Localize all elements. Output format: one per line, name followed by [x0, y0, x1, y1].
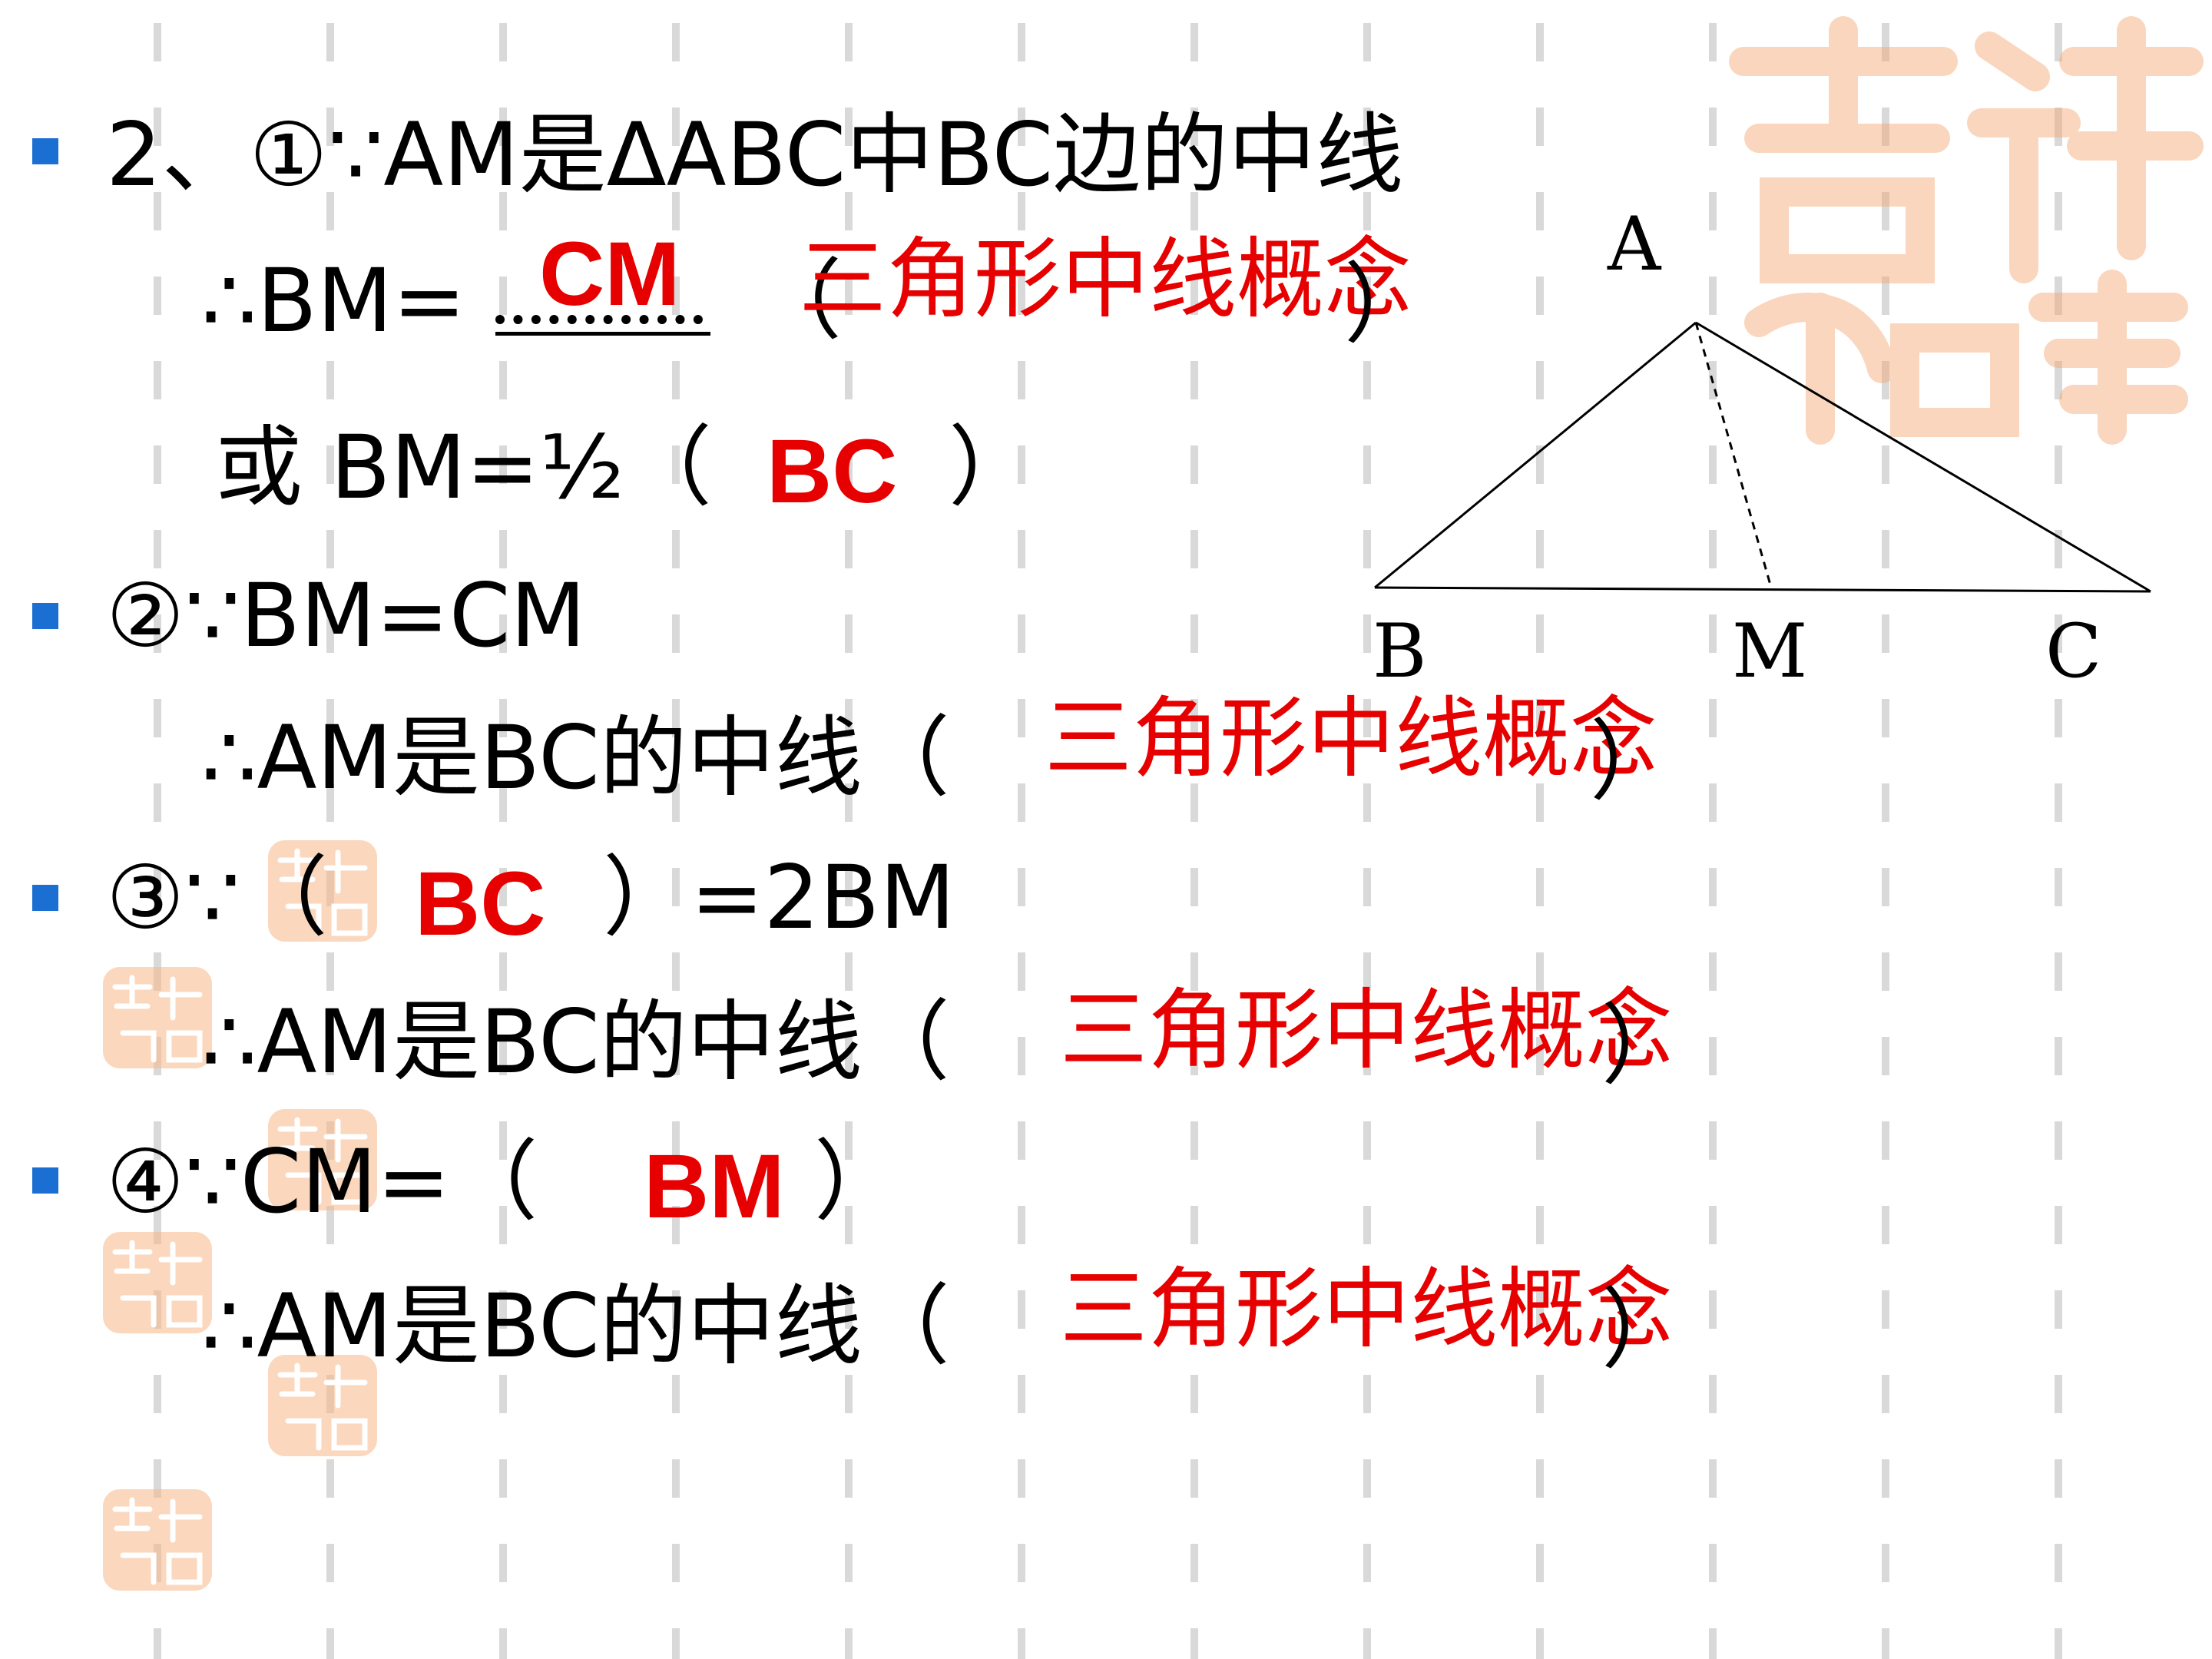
item4-premise-prefix: ④∵CM=（	[106, 1131, 538, 1233]
side-bc	[1374, 586, 2151, 593]
seal-watermark-1	[268, 840, 377, 942]
item4-conclusion-prefix: ∴AM是BC的中线（	[201, 1275, 950, 1377]
median-am	[1694, 322, 1773, 588]
item1-alt-suffix: ）	[949, 416, 1037, 518]
vertex-label-c: C	[2045, 608, 2102, 694]
item3-premise-suffix: ）=2BM	[603, 846, 955, 949]
item1-reason: 三角形中线概念	[799, 228, 1412, 330]
bullet-marker-4	[32, 1167, 58, 1194]
vertex-label-a: A	[1608, 201, 1661, 287]
item1-paren-open: （	[754, 250, 843, 352]
item2-reason: 三角形中线概念	[1045, 687, 1658, 790]
seal-watermark-4	[103, 1232, 212, 1333]
item3-answer: BC	[415, 853, 546, 955]
item1-paren-close: ）	[1344, 253, 1432, 356]
item1-conclusion-prefix: ∴BM=	[201, 250, 466, 352]
bullet-marker-1	[32, 138, 58, 164]
seal-watermark-large	[1729, 16, 2204, 445]
item1-answer-underline	[495, 332, 710, 336]
side-ac	[1695, 321, 2151, 593]
item2-paren-close: ）	[1590, 710, 1678, 813]
seal-watermark-3	[268, 1109, 377, 1210]
bullet-marker-2	[32, 603, 58, 629]
seal-watermark-2	[103, 967, 212, 1068]
bullet-marker-3	[32, 885, 58, 911]
triangle-abc-diagram	[1374, 321, 2151, 593]
seal-watermark-6	[103, 1489, 212, 1591]
item1-alt-prefix: 或 BM=½（	[215, 416, 712, 518]
item2-premise: ②∵BM=CM	[106, 565, 586, 667]
vertex-label-b: B	[1373, 608, 1427, 694]
item4-answer: BM	[644, 1136, 785, 1237]
item4-premise-suffix: ）	[814, 1131, 902, 1233]
item2-conclusion-prefix: ∴AM是BC的中线（	[201, 707, 950, 809]
item1-premise: 2、①∵AM是ΔABC中BC边的中线	[106, 104, 1404, 206]
item3-reason: 三角形中线概念	[1060, 979, 1674, 1081]
item1-alt-answer: BC	[767, 421, 898, 522]
item3-paren-close: ）	[1601, 995, 1690, 1097]
item4-paren-close: ）	[1601, 1279, 1690, 1381]
midpoint-label-m: M	[1732, 608, 1808, 694]
side-ab	[1374, 321, 1697, 589]
item3-conclusion-prefix: ∴AM是BC的中线（	[201, 991, 950, 1093]
seal-watermark-5	[268, 1355, 377, 1456]
item1-answer: CM	[539, 224, 680, 325]
item1-answer-blank	[495, 315, 703, 324]
item4-reason: 三角形中线概念	[1060, 1258, 1674, 1360]
item3-premise-prefix: ③∵（	[106, 846, 328, 949]
